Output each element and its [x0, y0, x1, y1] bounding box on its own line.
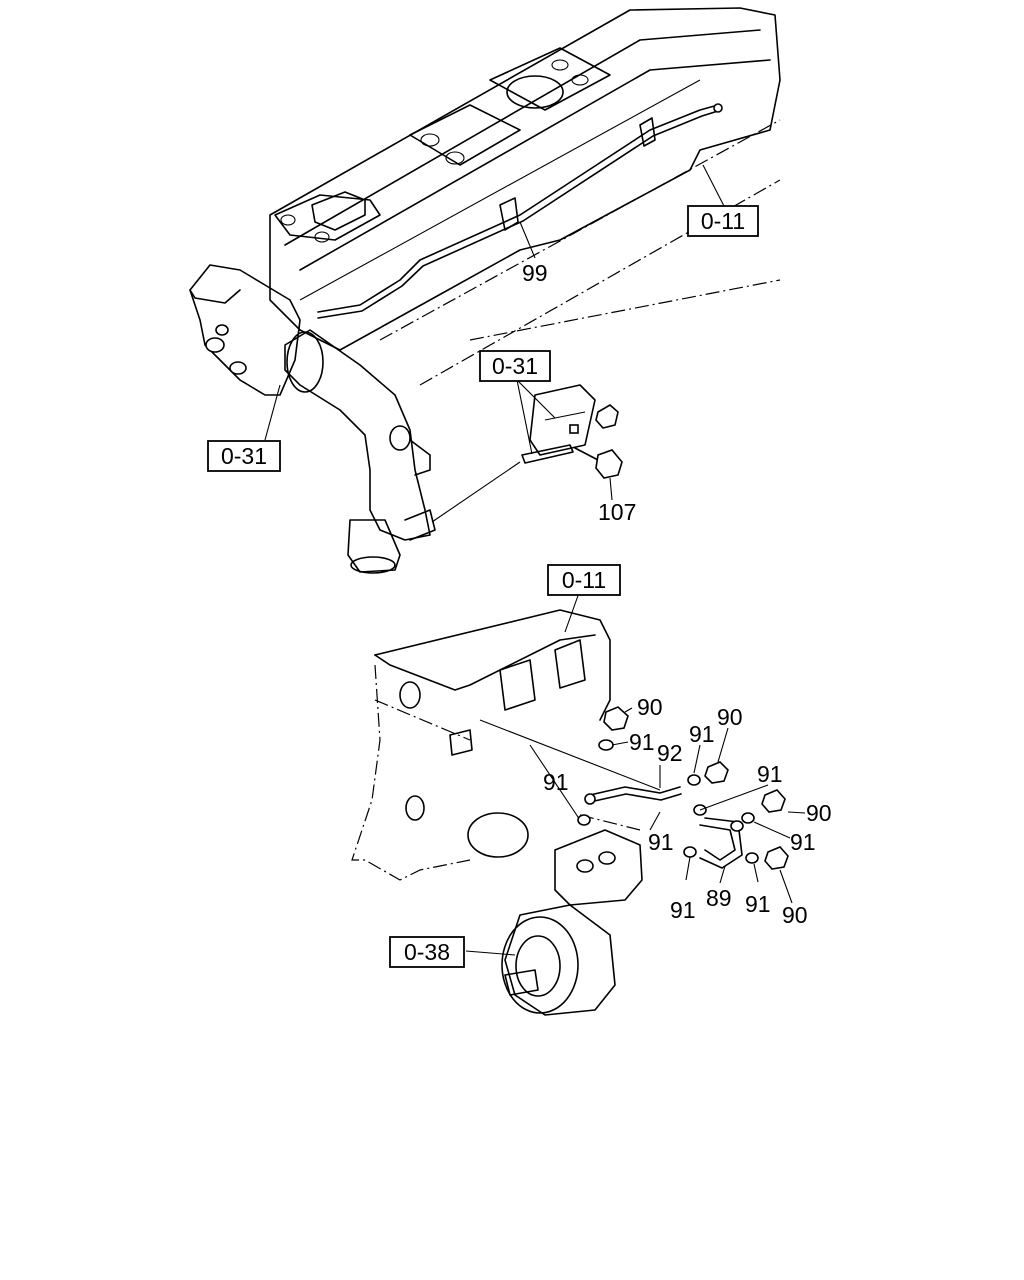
part-number-91: 91: [790, 829, 816, 855]
part-number-90: 90: [637, 694, 663, 720]
part-number-91: 91: [689, 721, 715, 747]
part-number-90: 90: [806, 800, 832, 826]
part-number-91: 91: [629, 729, 655, 755]
part-number-91: 91: [745, 891, 771, 917]
ref-label-o31-left: 0-31: [221, 443, 267, 469]
ref-label-o31-bracket: 0-31: [492, 353, 538, 379]
part-number-91: 91: [543, 769, 569, 795]
ref-box-o11-block: 0-11: [547, 564, 621, 596]
ref-box-o38: 0-38: [389, 936, 465, 968]
bracket-drawing: [516, 379, 623, 501]
ref-box-o31-bracket: 0-31: [479, 350, 551, 382]
engine-block-drawing: [351, 589, 806, 1016]
water-outlet-pipe-drawing: [189, 264, 521, 574]
part-number-91: 91: [757, 761, 783, 787]
ref-label-o11-block: 0-11: [562, 567, 606, 593]
part-number-91: 91: [670, 897, 696, 923]
ref-box-o31-left: 0-31: [207, 440, 281, 472]
part-number-90: 90: [717, 704, 743, 730]
part-number-91: 91: [648, 829, 674, 855]
ref-label-o38: 0-38: [404, 939, 450, 965]
part-number-107: 107: [598, 499, 636, 525]
ref-label-o11-top: 0-11: [701, 208, 745, 234]
part-number-90: 90: [782, 902, 808, 928]
ref-box-o11-top: 0-11: [687, 205, 759, 237]
part-number-89: 89: [706, 885, 732, 911]
part-number-92: 92: [657, 740, 683, 766]
head-cover-drawing: [269, 7, 781, 386]
part-number-99: 99: [522, 260, 548, 286]
